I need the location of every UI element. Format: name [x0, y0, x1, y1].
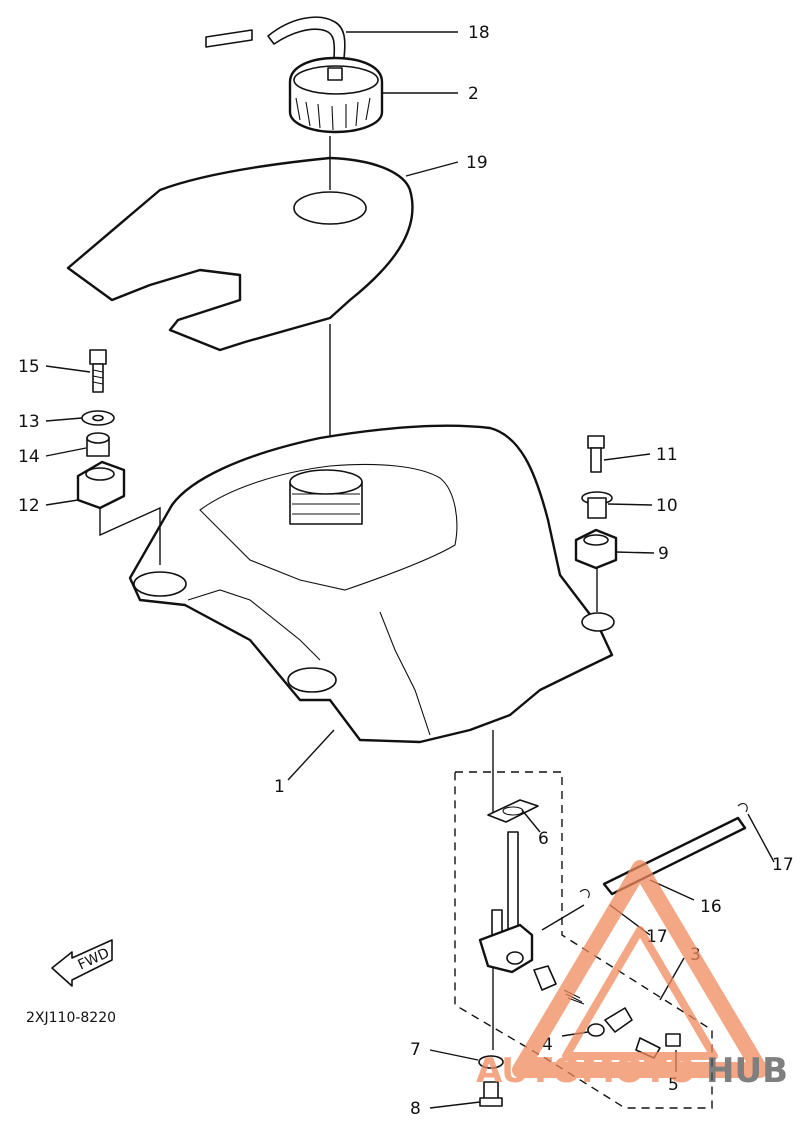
part-17-clip-upper [737, 803, 748, 813]
callout-14: 14 [18, 447, 40, 467]
part-19-tank-pad [66, 156, 414, 352]
fuel-cock-group-box [454, 771, 713, 1109]
callout-9: 9 [658, 544, 669, 564]
callout-6: 6 [538, 829, 549, 849]
callout-10: 10 [656, 496, 678, 516]
part-10-collar [581, 491, 613, 519]
part-6-gasket [487, 799, 539, 823]
callout-7: 7 [410, 1040, 421, 1060]
watermark-text-primary: AUTOMOTO [476, 1051, 696, 1091]
watermark-text-secondary: HUB [706, 1051, 788, 1091]
callout-11: 11 [656, 445, 678, 465]
callout-13: 13 [18, 412, 40, 432]
part-3-fuel-cock [478, 831, 557, 991]
watermark-triangle-icon [512, 860, 768, 1078]
part-7-washer [478, 1055, 504, 1069]
callout-15: 15 [18, 357, 40, 377]
callout-17-upper: 17 [772, 855, 794, 875]
part-14-collar [86, 432, 110, 457]
callout-19: 19 [466, 153, 488, 173]
part-9-damper [574, 528, 618, 570]
part-2-fuel-cap [288, 56, 384, 134]
callout-2: 2 [468, 84, 479, 104]
callout-4: 4 [542, 1035, 553, 1055]
part-13-washer [81, 410, 115, 426]
part-number-code: 2XJ110-8220 [26, 1010, 116, 1026]
callout-8: 8 [410, 1099, 421, 1119]
part-18-breather-hose [205, 16, 346, 59]
part-17-clip-lower [579, 889, 590, 899]
mount-leader-left [99, 506, 161, 565]
callout-18: 18 [468, 23, 490, 43]
part-15-bolt [89, 349, 107, 393]
callout-12: 12 [18, 496, 40, 516]
part-12-damper [76, 460, 126, 510]
part-1-fuel-tank [128, 424, 615, 744]
automotohub-watermark: AUTOMOTO HUB [476, 860, 788, 1091]
callout-5: 5 [668, 1075, 679, 1095]
callout-16: 16 [700, 897, 722, 917]
fwd-direction-arrow: FWD [51, 939, 113, 987]
part-11-bolt [587, 435, 605, 473]
callout-1: 1 [274, 777, 285, 797]
